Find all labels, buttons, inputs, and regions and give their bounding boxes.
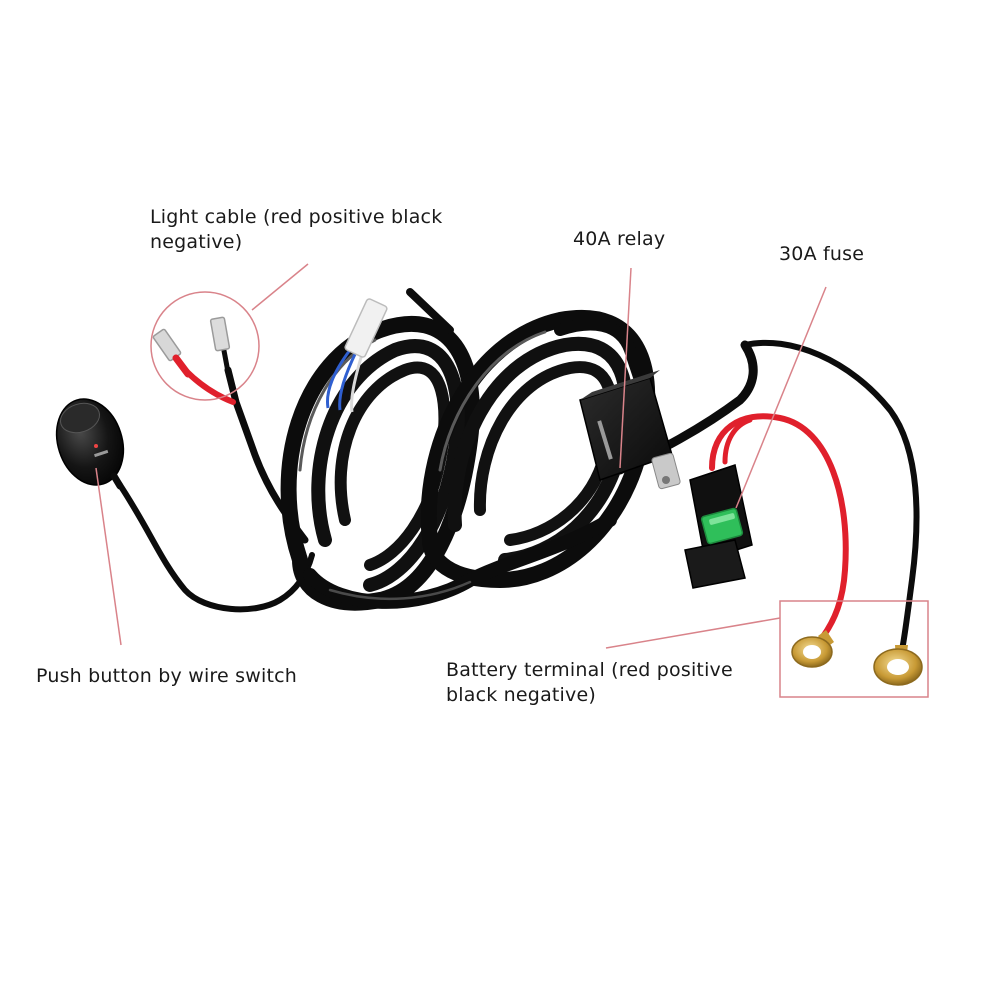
harness-feed-to-relay	[554, 318, 646, 386]
white-connector-body	[344, 298, 388, 358]
label-battery-terminal: Battery terminal (red positive black neg…	[446, 658, 733, 708]
coil-loop-left-third	[334, 361, 451, 571]
relay-mounting-tab	[651, 452, 681, 490]
label-push-button: Push button by wire switch	[36, 665, 297, 687]
switch-cable	[115, 479, 315, 613]
label-relay: 40A relay	[573, 228, 666, 250]
push-button-switch	[55, 398, 125, 490]
label-light-cable: Light cable (red positive black negative…	[150, 205, 442, 255]
switch-cable-stub	[110, 472, 124, 490]
callout-line-push-button	[95, 467, 122, 646]
switch-cable-main	[115, 479, 315, 613]
ring-terminal-positive-hole	[803, 645, 821, 659]
callout-line-relay	[619, 267, 632, 469]
coil-highlight-bottom	[328, 580, 472, 601]
fuse-holder	[684, 464, 753, 589]
callout-line-battery-terminal	[605, 617, 781, 649]
label-light-cable-line2: negative)	[150, 231, 243, 253]
callout-line-fuse	[735, 286, 827, 509]
callouts	[95, 263, 929, 698]
callout-circle-light-cable	[150, 291, 260, 401]
callout-line-light-cable	[251, 263, 309, 311]
ring-terminal-negative-hole	[887, 659, 909, 675]
blue-wire-2	[338, 351, 358, 411]
ring-terminal-positive-neck	[818, 630, 834, 648]
battery-leads	[709, 339, 920, 653]
label-battery-terminal-line1: Battery terminal (red positive	[446, 659, 733, 681]
label-battery-terminal-line2: black negative)	[446, 684, 596, 706]
ring-terminals	[791, 630, 923, 686]
white-connector	[325, 298, 388, 413]
relay-top-face	[580, 370, 660, 400]
spade-connector-negative	[209, 316, 231, 352]
battery-lead-red	[709, 413, 849, 641]
battery-lead-black	[742, 339, 920, 653]
spade-sleeve-red	[172, 354, 192, 378]
label-fuse: 30A fuse	[779, 243, 865, 265]
relay-tab-hole	[662, 476, 670, 484]
switch-button-top	[59, 402, 101, 434]
callout-box-battery-terminal	[779, 600, 929, 698]
coil-highlight-right	[438, 330, 547, 472]
harness-white-sleeve-wire	[406, 288, 454, 334]
light-cable-connectors	[152, 316, 231, 378]
switch-printed-text	[94, 449, 109, 458]
coil-loop-right-third	[473, 361, 618, 546]
coil-tail-lower	[303, 513, 617, 609]
relay-printed-label	[597, 420, 613, 460]
label-light-cable-line1: Light cable (red positive black	[150, 206, 443, 228]
coil-loop-right-inner	[447, 336, 634, 567]
battery-lead-red-2	[722, 417, 753, 465]
relay	[579, 370, 681, 490]
switch-indicator-led	[94, 444, 98, 448]
fuse-30a-highlight	[709, 513, 735, 525]
blue-wire-1	[325, 349, 352, 409]
fuse-holder-cap	[684, 539, 746, 589]
white-wire	[350, 353, 364, 413]
